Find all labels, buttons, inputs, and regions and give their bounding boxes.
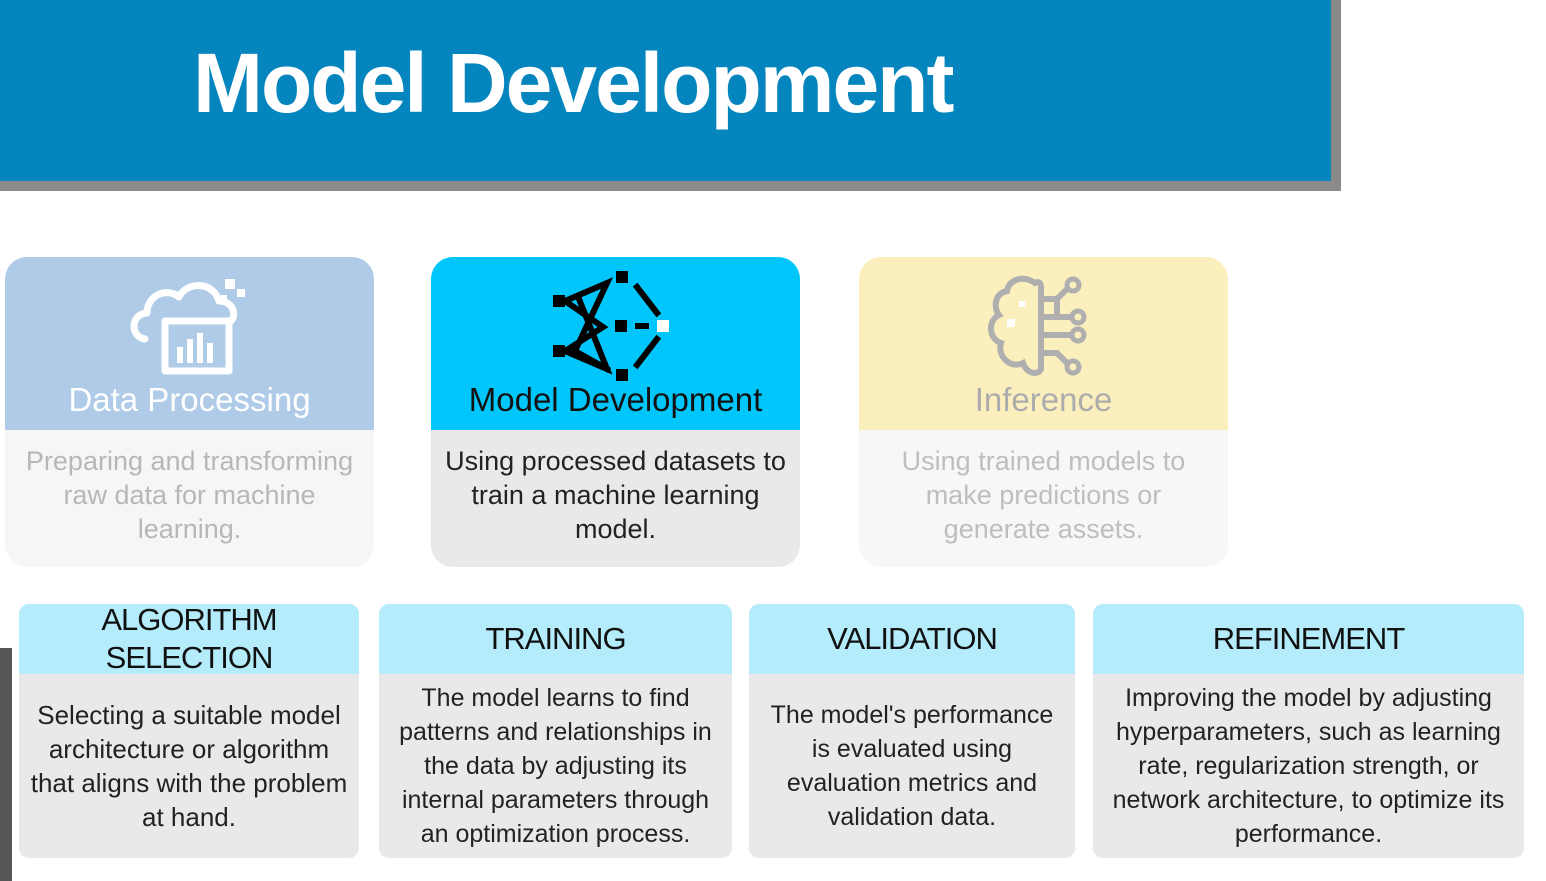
- page-title: Model Development: [193, 36, 954, 130]
- step-title: TRAINING: [485, 621, 626, 656]
- step-card-header: REFINEMENT: [1093, 604, 1524, 674]
- stage-title: Model Development: [468, 381, 763, 418]
- step-title: REFINEMENT: [1212, 621, 1405, 656]
- step-title: ALGORITHM SELECTION: [101, 604, 277, 675]
- stage-description: Using trained models to make predictions…: [901, 446, 1186, 544]
- neural-network-icon: [552, 271, 669, 381]
- step-description: The model's performance is evaluated usi…: [770, 701, 1054, 831]
- stage-card-header: Data Processing: [5, 257, 374, 430]
- left-edge-bar: [0, 648, 12, 881]
- step-card-body: Improving the model by adjusting hyperpa…: [1093, 674, 1524, 858]
- step-card-header: ALGORITHM SELECTION: [19, 604, 359, 675]
- stage-card-model-development: Model Development Using processed datase…: [431, 257, 800, 567]
- step-card-refinement: REFINEMENT Improving the model by adjust…: [1093, 604, 1524, 858]
- step-card-header: VALIDATION: [749, 604, 1075, 674]
- step-card-body: The model learns to find patterns and re…: [379, 674, 732, 858]
- step-card-body: Selecting a suitable model architecture …: [19, 674, 359, 858]
- stage-title: Data Processing: [68, 381, 311, 418]
- step-title: VALIDATION: [827, 621, 998, 656]
- step-card-training: TRAINING The model learns to find patter…: [379, 604, 732, 858]
- step-card-body: The model's performance is evaluated usi…: [749, 674, 1075, 858]
- stage-card-body: Preparing and transforming raw data for …: [5, 430, 374, 567]
- stage-card-data-processing: Data Processing Preparing and transformi…: [5, 257, 374, 567]
- step-card-algorithm-selection: ALGORITHM SELECTION Selecting a suitable…: [19, 604, 359, 858]
- stage-card-inference: Inference Using trained models to make p…: [859, 257, 1228, 567]
- step-card-header: TRAINING: [379, 604, 732, 674]
- stage-title: Inference: [974, 381, 1113, 418]
- stage-description: Preparing and transforming raw data for …: [25, 446, 354, 544]
- step-description: The model learns to find patterns and re…: [399, 684, 712, 848]
- stage-card-header: Model Development: [431, 257, 800, 430]
- cloud-analytics-icon: [130, 279, 245, 375]
- stage-card-body: Using trained models to make predictions…: [859, 430, 1228, 567]
- stage-description: Using processed datasets to train a mach…: [445, 446, 786, 544]
- step-description: Improving the model by adjusting hyperpa…: [1112, 684, 1505, 848]
- step-description: Selecting a suitable model architecture …: [30, 700, 348, 832]
- stage-card-header: Inference: [859, 257, 1228, 430]
- step-card-validation: VALIDATION The model's performance is ev…: [749, 604, 1075, 858]
- brain-circuit-icon: [987, 275, 1086, 376]
- stage-card-body: Using processed datasets to train a mach…: [431, 430, 800, 567]
- header-banner: [0, 0, 1331, 181]
